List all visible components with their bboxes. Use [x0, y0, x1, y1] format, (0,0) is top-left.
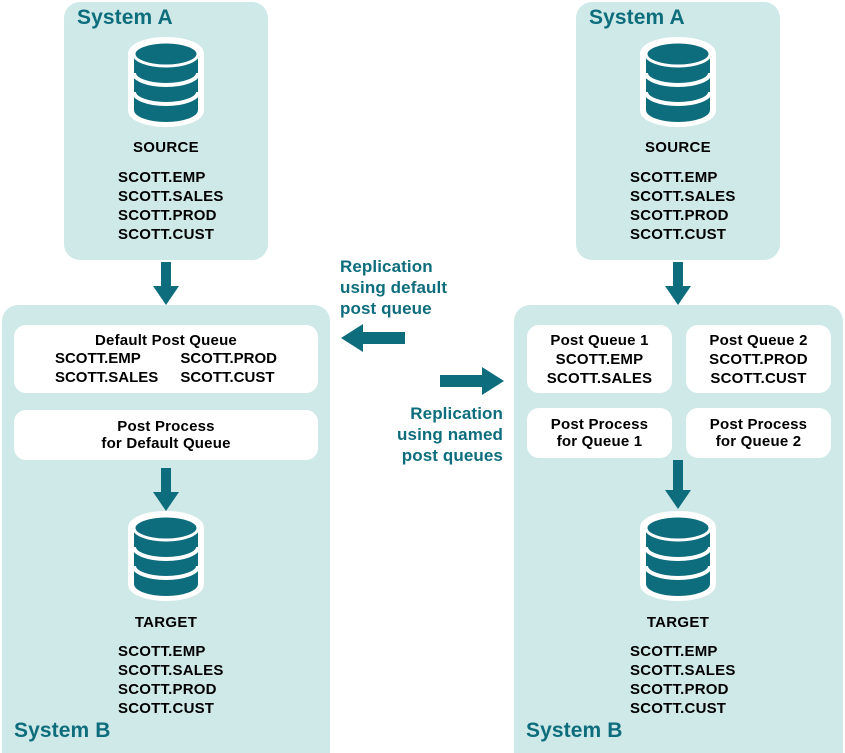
- queue-column-2: SCOTT.PROD SCOTT.CUST: [180, 349, 277, 387]
- post-process-1-box[interactable]: Post Process for Queue 1: [527, 408, 672, 458]
- panel-title-system-a-left: System A: [77, 6, 173, 29]
- table-item: SCOTT.EMP: [630, 169, 718, 186]
- arrow-down-icon: [150, 262, 182, 306]
- table-item: SCOTT.SALES: [630, 662, 736, 679]
- database-cylinder-icon: [128, 36, 204, 128]
- target-label-right: TARGET: [646, 614, 710, 631]
- table-item: SCOTT.SALES: [54, 368, 159, 386]
- database-cylinder-icon: [128, 510, 204, 602]
- table-item: SCOTT.PROD: [118, 681, 217, 698]
- arrow-right-icon: [440, 366, 504, 396]
- source-table-list-right: SCOTT.EMP SCOTT.SALES SCOTT.PROD SCOTT.C…: [630, 168, 736, 244]
- post-process-line-2: for Default Queue: [101, 435, 231, 452]
- post-queue-2-title: Post Queue 2: [709, 331, 808, 349]
- caption-named-queues: Replication using named post queues: [397, 404, 503, 465]
- table-item: SCOTT.SALES: [546, 369, 653, 387]
- arrow-down-icon: [662, 460, 694, 510]
- table-item: SCOTT.EMP: [118, 169, 206, 186]
- table-item: SCOTT.EMP: [54, 349, 141, 367]
- table-item: SCOTT.PROD: [630, 681, 729, 698]
- target-table-list-left: SCOTT.EMP SCOTT.SALES SCOTT.PROD SCOTT.C…: [118, 642, 224, 718]
- table-item: SCOTT.SALES: [630, 188, 736, 205]
- table-item: SCOTT.EMP: [630, 643, 718, 660]
- default-post-queue-box[interactable]: Default Post Queue SCOTT.EMP SCOTT.SALES…: [14, 325, 318, 393]
- caption-default-queue: Replication using default post queue: [340, 257, 448, 318]
- table-item: SCOTT.EMP: [118, 643, 206, 660]
- table-item: SCOTT.CUST: [630, 226, 727, 243]
- source-table-list-left: SCOTT.EMP SCOTT.SALES SCOTT.PROD SCOTT.C…: [118, 168, 224, 244]
- post-process-1-line-1: Post Process: [550, 416, 649, 433]
- table-item: SCOTT.EMP: [555, 350, 644, 368]
- table-item: SCOTT.CUST: [118, 226, 215, 243]
- table-item: SCOTT.SALES: [118, 662, 224, 679]
- table-item: SCOTT.CUST: [630, 700, 727, 717]
- default-post-queue-columns: SCOTT.EMP SCOTT.SALES SCOTT.PROD SCOTT.C…: [55, 349, 277, 387]
- source-label-right: SOURCE: [645, 139, 711, 156]
- post-queue-2-lines: Post Queue 2 SCOTT.PROD SCOTT.CUST: [709, 331, 808, 388]
- post-process-1-line-2: for Queue 1: [556, 433, 643, 450]
- post-process-2-line-1: Post Process: [709, 416, 808, 433]
- panel-title-system-b-right: System B: [526, 719, 623, 742]
- database-cylinder-icon: [640, 36, 716, 128]
- panel-title-system-b-left: System B: [14, 719, 111, 742]
- default-post-process-box[interactable]: Post Process for Default Queue: [14, 410, 318, 460]
- post-process-2-line-2: for Queue 2: [715, 433, 802, 450]
- post-queue-1-title: Post Queue 1: [550, 331, 649, 349]
- arrow-left-icon: [341, 323, 405, 353]
- default-post-queue-title: Default Post Queue: [95, 331, 237, 349]
- post-process-line-1: Post Process: [117, 418, 215, 435]
- panel-title-system-a-right: System A: [589, 6, 685, 29]
- table-item: SCOTT.SALES: [118, 188, 224, 205]
- post-process-2-box[interactable]: Post Process for Queue 2: [686, 408, 831, 458]
- source-label-left: SOURCE: [133, 139, 199, 156]
- post-queue-1-box[interactable]: Post Queue 1 SCOTT.EMP SCOTT.SALES: [527, 325, 672, 393]
- arrow-down-icon: [662, 262, 694, 306]
- table-item: SCOTT.CUST: [180, 368, 275, 386]
- table-item: SCOTT.CUST: [118, 700, 215, 717]
- table-item: SCOTT.PROD: [118, 207, 217, 224]
- table-item: SCOTT.PROD: [180, 349, 278, 367]
- target-table-list-right: SCOTT.EMP SCOTT.SALES SCOTT.PROD SCOTT.C…: [630, 642, 736, 718]
- arrow-down-icon: [150, 468, 182, 512]
- table-item: SCOTT.PROD: [709, 350, 808, 368]
- post-queue-2-box[interactable]: Post Queue 2 SCOTT.PROD SCOTT.CUST: [686, 325, 831, 393]
- post-queue-1-lines: Post Queue 1 SCOTT.EMP SCOTT.SALES: [547, 331, 653, 388]
- target-label-left: TARGET: [134, 614, 198, 631]
- table-item: SCOTT.PROD: [630, 207, 729, 224]
- database-cylinder-icon: [640, 510, 716, 602]
- table-item: SCOTT.CUST: [710, 369, 807, 387]
- queue-column-1: SCOTT.EMP SCOTT.SALES: [55, 349, 158, 387]
